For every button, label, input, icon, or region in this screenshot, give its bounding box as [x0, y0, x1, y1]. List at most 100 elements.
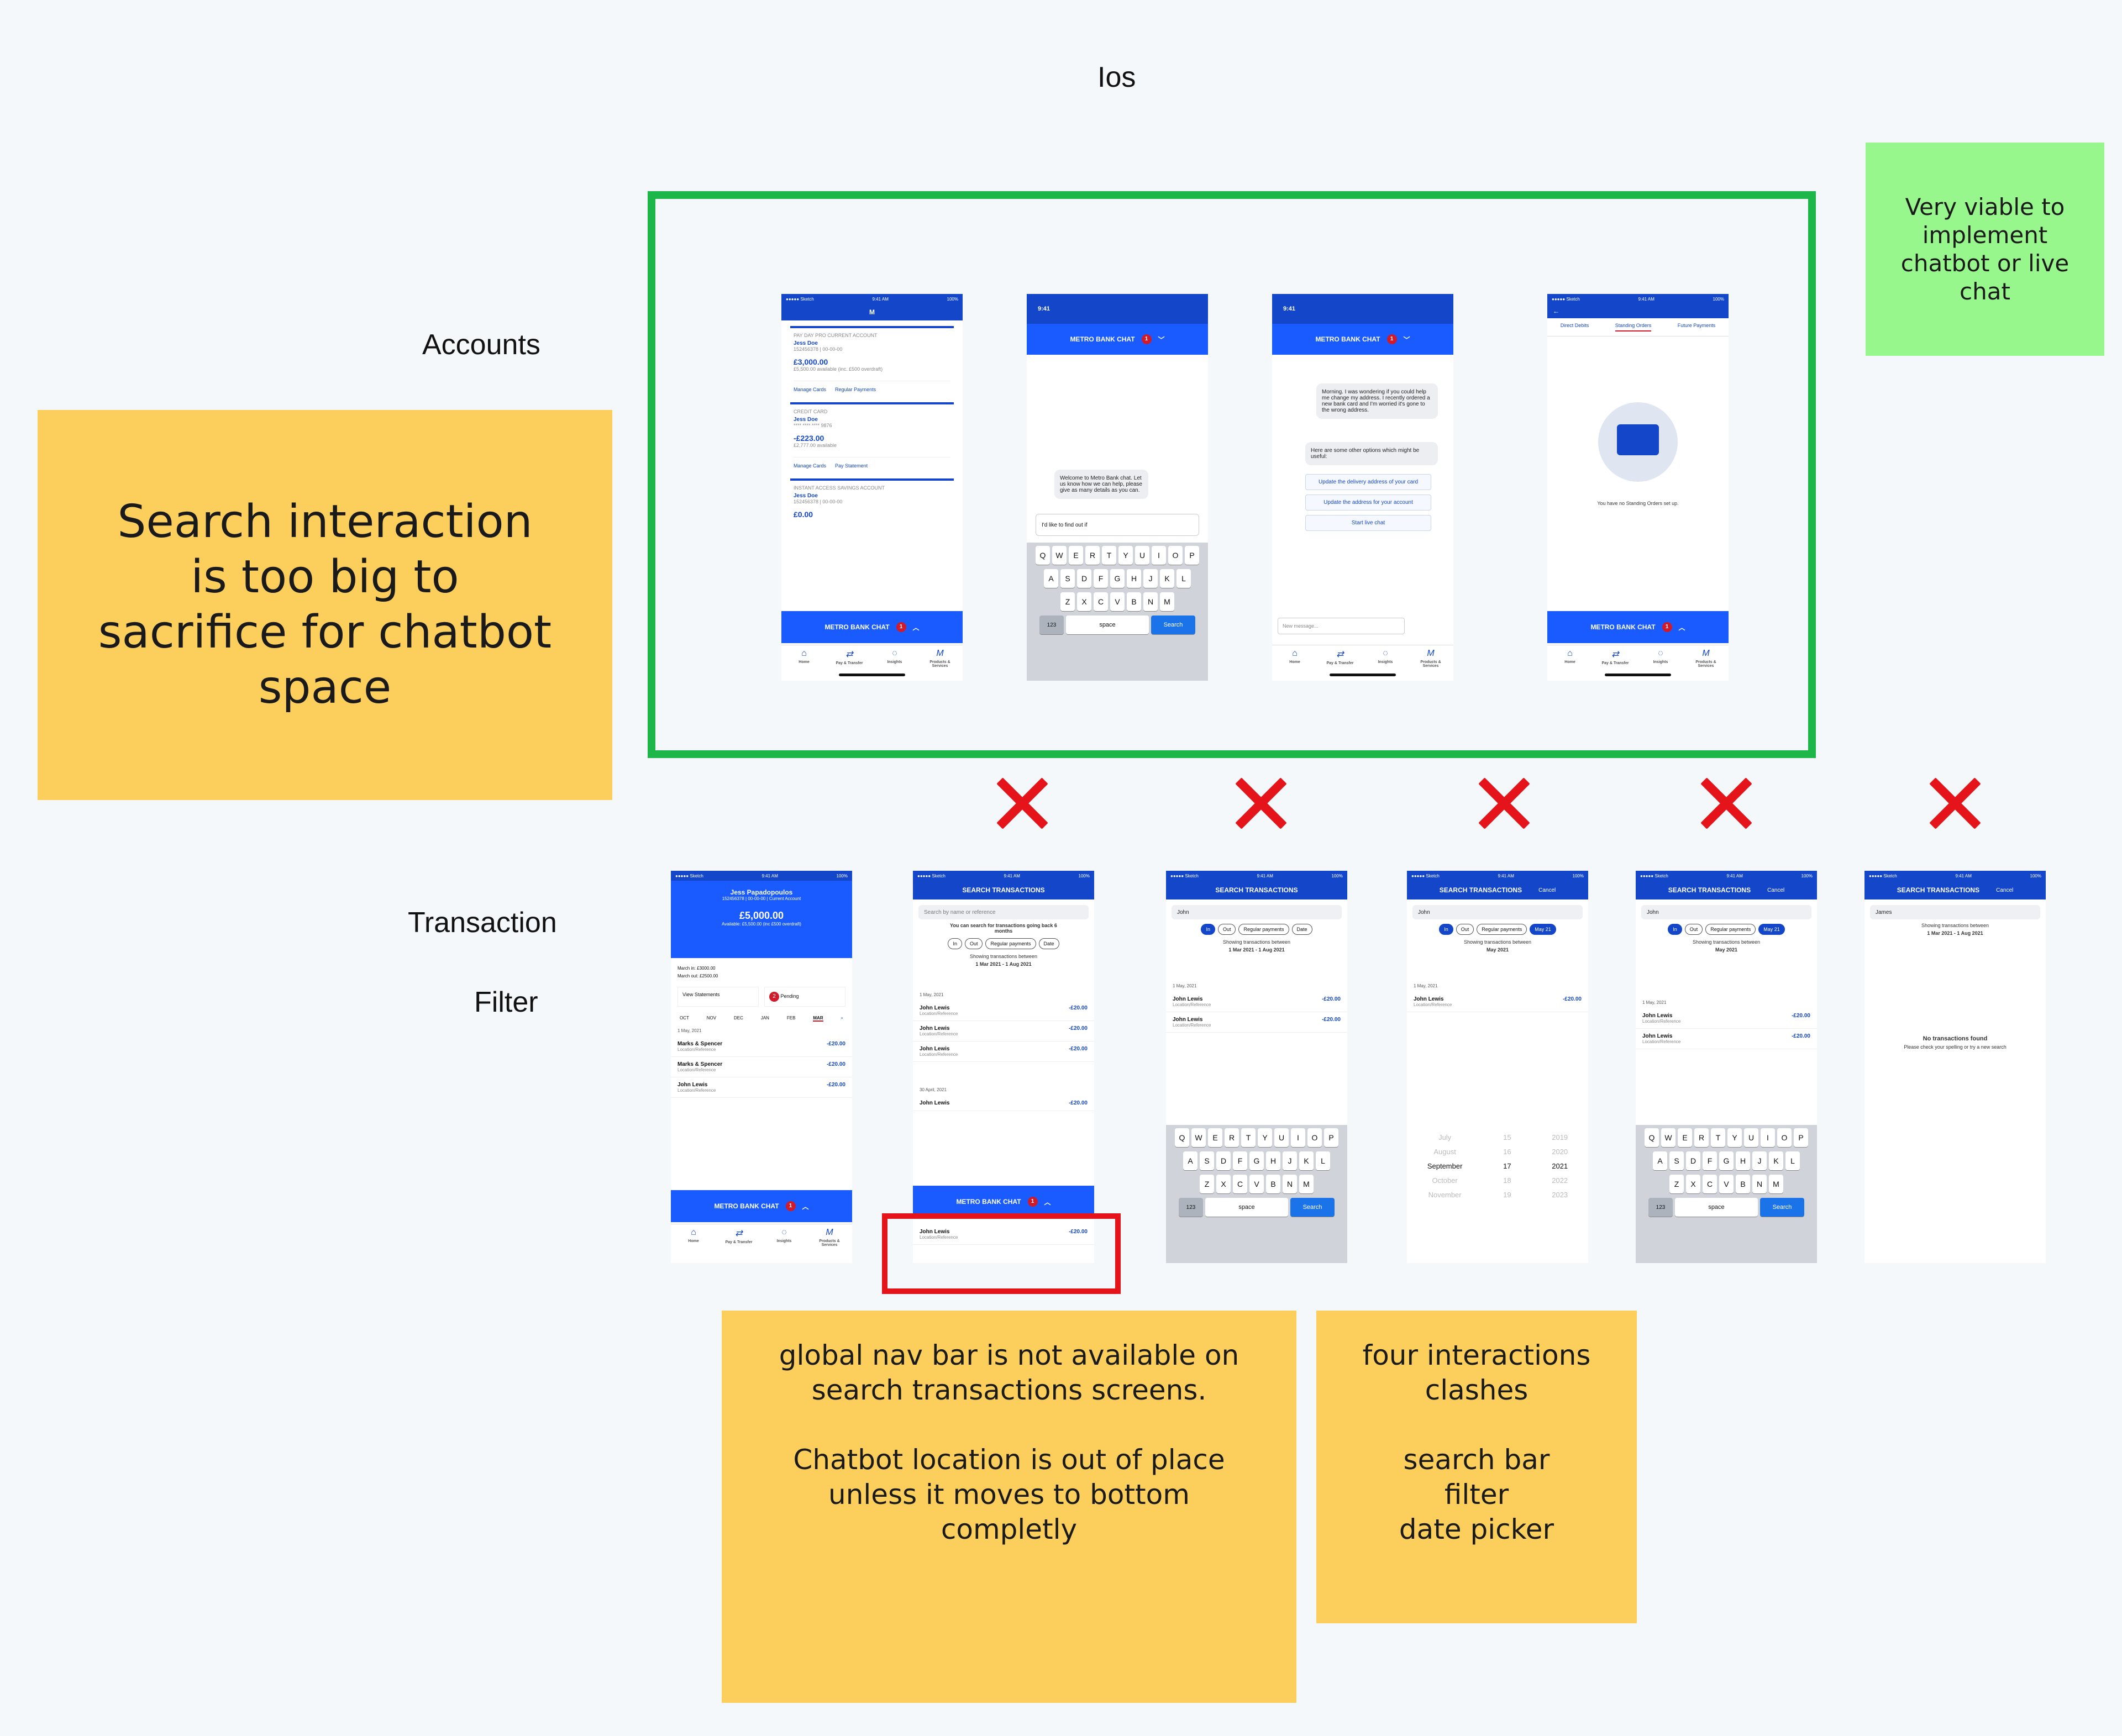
tab-home[interactable]: ⌂Home	[677, 1228, 710, 1243]
month-tab[interactable]: OCT	[679, 1016, 689, 1020]
key[interactable]: U	[1135, 546, 1149, 565]
account-card[interactable]: CREDIT CARD Jess Doe **** **** **** 9876…	[790, 402, 954, 473]
key[interactable]: B	[1266, 1175, 1280, 1193]
key[interactable]: U	[1744, 1128, 1758, 1147]
key[interactable]: A	[1044, 569, 1058, 588]
filter-month[interactable]: May 21	[1530, 924, 1556, 935]
pay-statement-link[interactable]: Pay Statement	[835, 463, 868, 469]
search-input[interactable]: John	[1641, 905, 1811, 919]
space-key[interactable]: space	[1675, 1198, 1758, 1217]
filter-in[interactable]: In	[1668, 924, 1682, 935]
key[interactable]: X	[1686, 1175, 1700, 1193]
filter-date[interactable]: Date	[1291, 924, 1312, 935]
key[interactable]: W	[1661, 1128, 1675, 1147]
key[interactable]: E	[1678, 1128, 1692, 1147]
tab-pay-transfer[interactable]: ⇄Pay & Transfer	[1323, 649, 1357, 665]
month-tab[interactable]: JAN	[760, 1016, 769, 1020]
key[interactable]: W	[1052, 546, 1067, 565]
manage-cards-link[interactable]: Manage Cards	[794, 387, 827, 392]
tab-future-payments[interactable]: Future Payments	[1677, 323, 1716, 328]
filter-month[interactable]: May 21	[1758, 924, 1785, 935]
filter-in[interactable]: In	[948, 938, 962, 949]
view-statements-button[interactable]: View Statements	[677, 987, 759, 1007]
key[interactable]: L	[1176, 569, 1191, 588]
message-input[interactable]: New message...	[1278, 618, 1405, 634]
tab-home[interactable]: ⌂Home	[1553, 649, 1587, 664]
key[interactable]: V	[1719, 1175, 1734, 1193]
filter-out[interactable]: Out	[1456, 924, 1474, 935]
key[interactable]: S	[1669, 1151, 1684, 1170]
key[interactable]: D	[1686, 1151, 1700, 1170]
key[interactable]: L	[1785, 1151, 1800, 1170]
filter-in[interactable]: In	[1439, 924, 1453, 935]
cancel-button[interactable]: Cancel	[1538, 887, 1556, 893]
manage-cards-link[interactable]: Manage Cards	[794, 463, 827, 469]
search-input[interactable]: John	[1412, 905, 1583, 919]
table-row[interactable]: John Lewis-£20.00	[913, 1096, 1094, 1111]
key[interactable]: J	[1752, 1151, 1767, 1170]
key[interactable]: Z	[1060, 592, 1075, 611]
space-key[interactable]: space	[1205, 1198, 1288, 1217]
filter-regular[interactable]: Regular payments	[1238, 924, 1289, 935]
key[interactable]: W	[1191, 1128, 1206, 1147]
key[interactable]: I	[1152, 546, 1166, 565]
search-icon[interactable]: ⌕	[841, 1016, 843, 1020]
key[interactable]: R	[1085, 546, 1100, 565]
tab-insights[interactable]: ◌Insights	[1644, 649, 1677, 664]
key[interactable]: Y	[1727, 1128, 1742, 1147]
key[interactable]: M	[1160, 592, 1174, 611]
key[interactable]: X	[1077, 592, 1091, 611]
key[interactable]: V	[1110, 592, 1125, 611]
chat-option[interactable]: Start live chat	[1305, 515, 1431, 531]
month-tab[interactable]: MAR	[813, 1016, 823, 1022]
tab-insights[interactable]: ◌Insights	[768, 1228, 801, 1243]
numbers-key[interactable]: 123	[1179, 1198, 1203, 1217]
tab-direct-debits[interactable]: Direct Debits	[1560, 323, 1589, 328]
key[interactable]: B	[1736, 1175, 1750, 1193]
key[interactable]: A	[1653, 1151, 1667, 1170]
pending-button[interactable]: 2 Pending	[764, 987, 845, 1007]
key[interactable]: S	[1060, 569, 1075, 588]
key[interactable]: P	[1185, 546, 1199, 565]
chat-input[interactable]: I'd like to find out if	[1036, 514, 1199, 536]
cancel-button[interactable]: Cancel	[1767, 887, 1785, 893]
key[interactable]: R	[1694, 1128, 1709, 1147]
key[interactable]: C	[1094, 592, 1108, 611]
filter-out[interactable]: Out	[1684, 924, 1703, 935]
search-input[interactable]: John	[1172, 905, 1342, 919]
key[interactable]: O	[1777, 1128, 1792, 1147]
key[interactable]: H	[1266, 1151, 1280, 1170]
key[interactable]: V	[1249, 1175, 1264, 1193]
key[interactable]: J	[1283, 1151, 1297, 1170]
key[interactable]: K	[1299, 1151, 1314, 1170]
search-key[interactable]: Search	[1760, 1198, 1804, 1217]
key[interactable]: G	[1719, 1151, 1734, 1170]
key[interactable]: D	[1216, 1151, 1231, 1170]
key[interactable]: Q	[1175, 1128, 1189, 1147]
filter-out[interactable]: Out	[1217, 924, 1236, 935]
key[interactable]: X	[1216, 1175, 1231, 1193]
key[interactable]: M	[1299, 1175, 1314, 1193]
tab-insights[interactable]: ◌Insights	[878, 649, 911, 664]
numbers-key[interactable]: 123	[1648, 1198, 1673, 1217]
tab-insights[interactable]: ◌Insights	[1369, 649, 1402, 664]
key[interactable]: D	[1077, 569, 1091, 588]
tab-pay-transfer[interactable]: ⇄Pay & Transfer	[722, 1228, 755, 1244]
chat-option[interactable]: Update the address for your account	[1305, 495, 1431, 511]
month-tab[interactable]: NOV	[706, 1016, 717, 1020]
